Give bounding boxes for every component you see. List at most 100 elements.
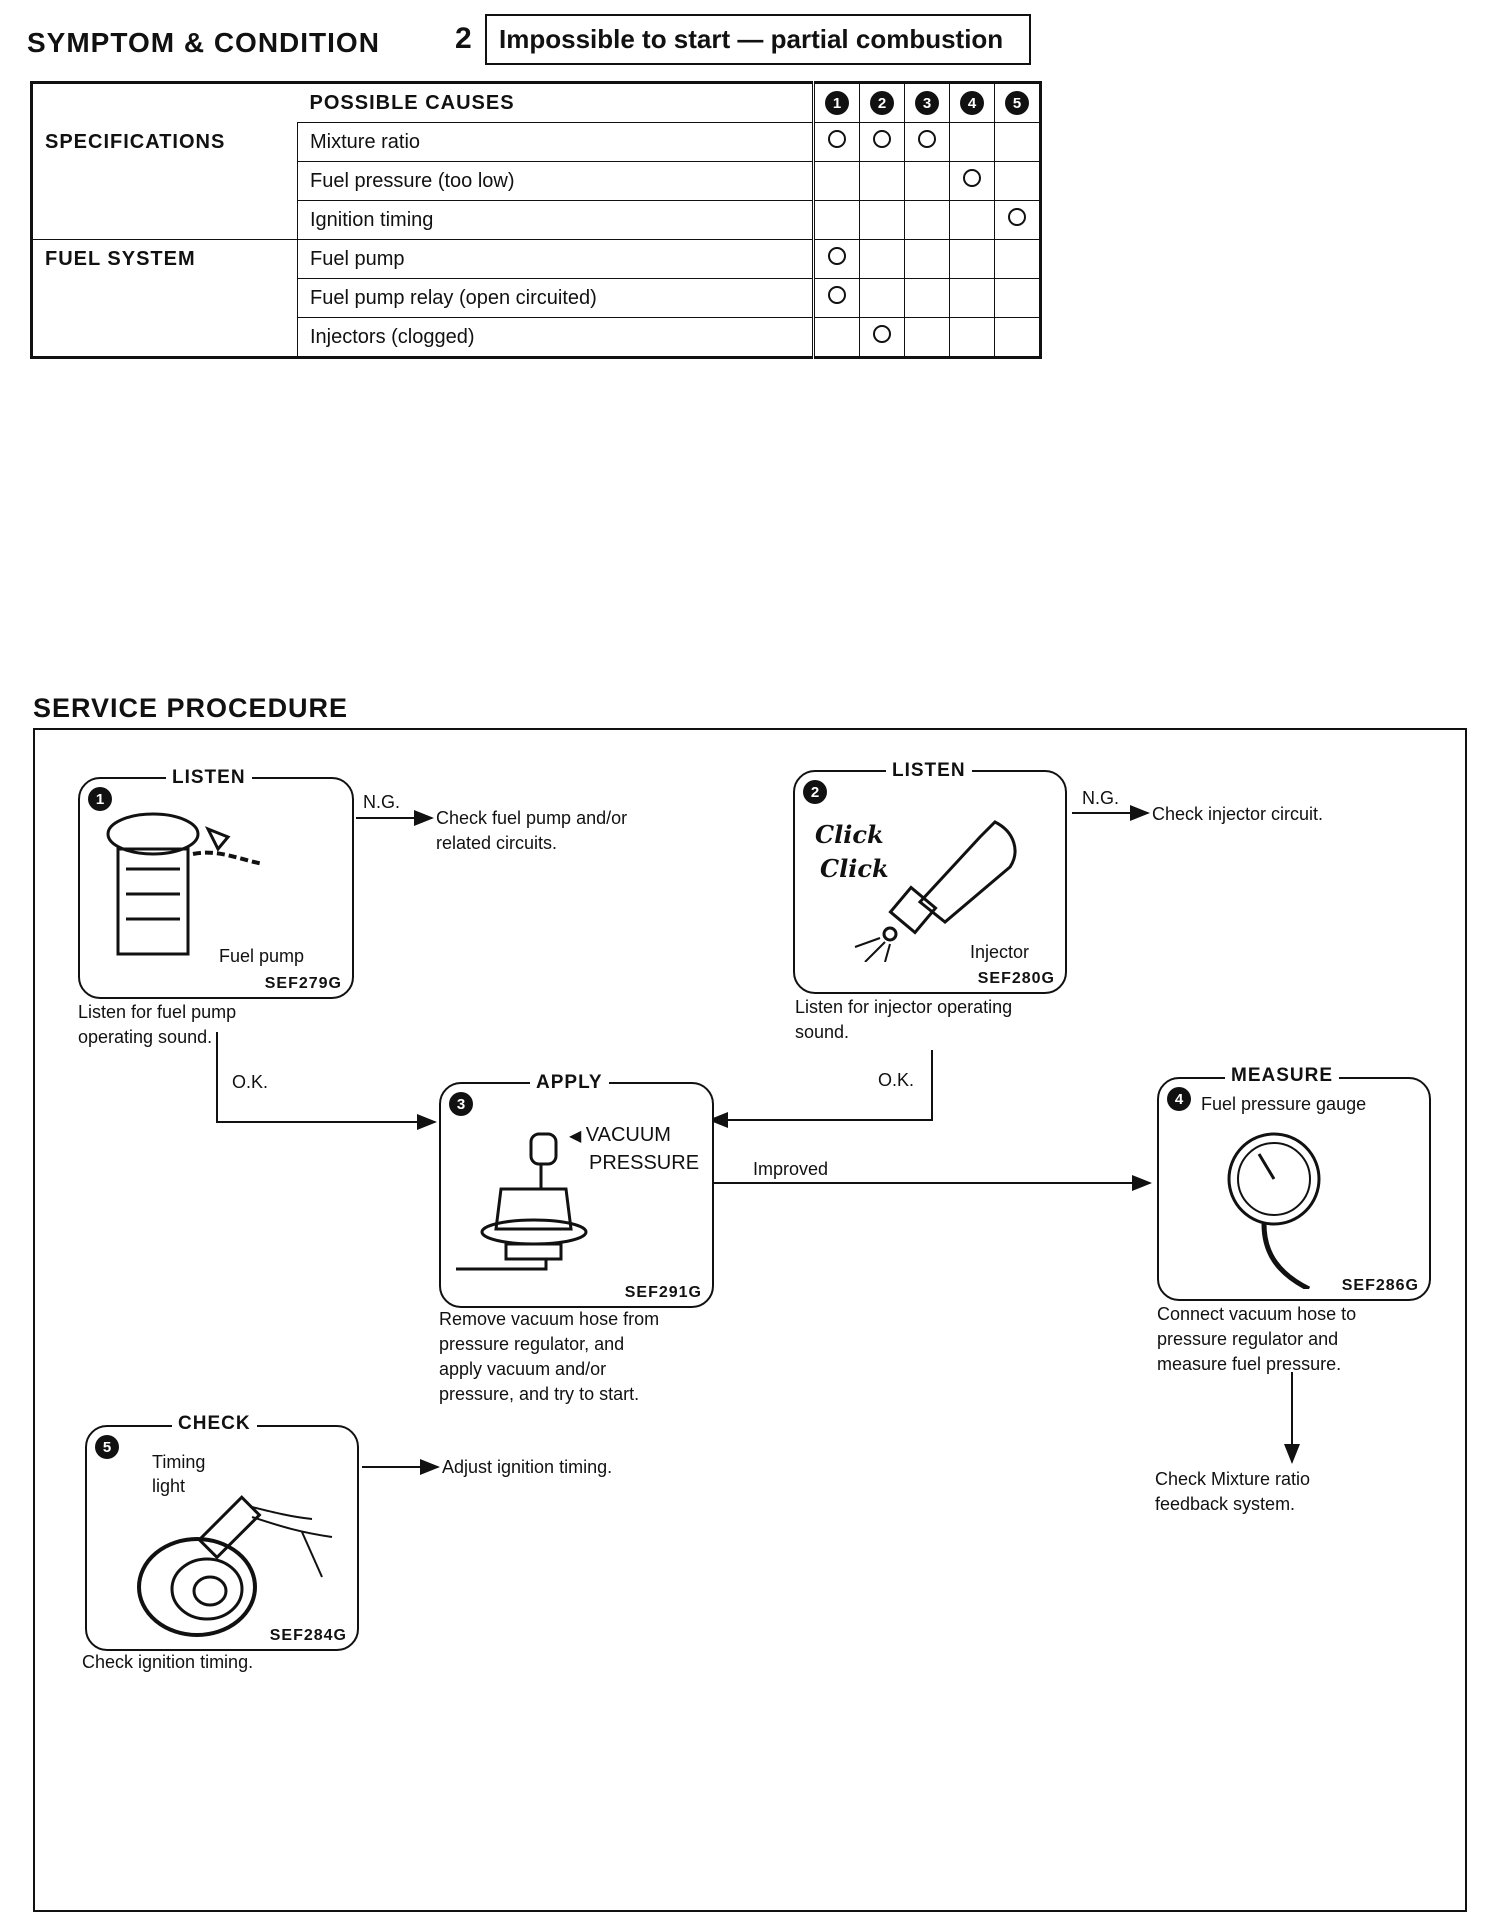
mark-cell (812, 200, 860, 240)
injector-icon (854, 820, 1017, 962)
mark-cell (812, 239, 860, 279)
pressure-gauge-icon (1227, 1132, 1321, 1289)
figure-code-2: SEF280G (977, 970, 1055, 987)
mark-cell (859, 317, 905, 358)
pressure-label: PRESSURE (589, 1152, 700, 1174)
circle-mark-icon (873, 130, 891, 148)
fuel-pump-label: Fuel pump (219, 946, 305, 966)
table-row: SPECIFICATIONS Mixture ratio (32, 122, 1041, 162)
figure-code-1: SEF279G (264, 975, 342, 992)
ok-arrow-2 (708, 1050, 933, 1128)
column-header-1: 1 (812, 82, 860, 123)
possible-causes-table: POSSIBLE CAUSES 1 2 3 4 5 SPECIFICATIONS… (30, 81, 1042, 359)
circle-mark-icon (828, 286, 846, 304)
vacuum-label: ◀ VACUUM (569, 1124, 671, 1146)
step-5-title: CHECK (172, 1413, 257, 1435)
step-2-ng-label: N.G. (1082, 788, 1120, 808)
figure-code-3: SEF291G (624, 1284, 702, 1301)
mark-cell (812, 278, 860, 318)
column-header-2: 2 (859, 82, 905, 123)
mark-cell (994, 200, 1041, 240)
mark-cell (812, 317, 860, 358)
table-row: Fuel pump relay (open circuited) (32, 278, 1041, 318)
mark-cell (949, 122, 995, 162)
step-1-ng-label: N.G. (363, 792, 401, 812)
circle-mark-icon (918, 130, 936, 148)
circle-mark-icon (828, 247, 846, 265)
mark-cell (949, 161, 995, 201)
mark-cell (904, 317, 950, 358)
cause-label: Fuel pump relay (open circuited) (297, 278, 814, 318)
table-row: Fuel pressure (too low) (32, 161, 1041, 201)
mark-cell (859, 161, 905, 201)
step-5-box: 5 Timing light SEF284G (85, 1425, 359, 1651)
step-number-5: 5 (95, 1435, 119, 1459)
circle-mark-icon (1008, 208, 1026, 226)
column-header-3: 3 (904, 82, 950, 123)
group-label: FUEL SYSTEM (31, 239, 298, 358)
click-text-1: Click (815, 820, 884, 849)
step-2-box: 2 Click Click Injector SEF280G (793, 770, 1067, 994)
improved-label: Improved (753, 1159, 829, 1179)
procedure-frame (33, 728, 1467, 1912)
step-2-ng-text: Check injector circuit. (1152, 804, 1324, 824)
step-5-action: Adjust ignition timing. (442, 1457, 613, 1477)
step-4-box: 4 Fuel pressure gauge SEF286G (1157, 1077, 1431, 1301)
cause-label: Ignition timing (297, 200, 814, 240)
mark-cell (859, 239, 905, 279)
step-4-title: MEASURE (1225, 1065, 1340, 1087)
condition-text: Impossible to start — partial combustion (499, 24, 1004, 54)
mark-cell (904, 239, 950, 279)
cause-label: Fuel pump (297, 239, 814, 279)
column-header-4: 4 (949, 82, 995, 123)
step-number-3: 3 (449, 1092, 473, 1116)
step-2-title: LISTEN (886, 760, 972, 782)
step-5-caption: Check ignition timing. (82, 1652, 254, 1672)
mark-cell (949, 200, 995, 240)
mark-cell (859, 122, 905, 162)
column-header-5: 5 (994, 82, 1041, 123)
click-text-2: Click (820, 854, 889, 883)
step-number-4: 4 (1167, 1087, 1191, 1111)
step-1-title: LISTEN (166, 767, 252, 789)
step-number-1: 1 (88, 787, 112, 811)
circle-mark-icon (963, 169, 981, 187)
mark-cell (949, 317, 995, 358)
circle-mark-icon (873, 325, 891, 343)
group-label: SPECIFICATIONS (45, 130, 226, 153)
mark-cell (859, 200, 905, 240)
mark-cell (904, 278, 950, 318)
mark-cell (994, 278, 1041, 318)
condition-box: Impossible to start — partial combustion (485, 14, 1031, 65)
procedure-title: SERVICE PROCEDURE (33, 693, 349, 723)
mark-cell (994, 122, 1041, 162)
step-3-box: 3 ◀ VACUUM PRESSURE SEF291G (439, 1082, 714, 1308)
mark-cell (994, 317, 1041, 358)
timing-light-icon (137, 1495, 333, 1637)
pressure-regulator-icon (456, 1132, 588, 1271)
step-number-2: 2 (803, 780, 827, 804)
mark-cell (994, 161, 1041, 201)
mark-cell (949, 239, 995, 279)
injector-label: Injector (970, 942, 1030, 962)
section-title: SYMPTOM & CONDITION (27, 27, 380, 58)
gauge-label: Fuel pressure gauge (1201, 1094, 1367, 1114)
mark-cell (812, 122, 860, 162)
mark-cell (904, 200, 950, 240)
timing-light-label-2: light (152, 1476, 186, 1496)
figure-code-4: SEF286G (1341, 1277, 1419, 1294)
cause-label: Mixture ratio (297, 122, 814, 162)
circle-mark-icon (828, 130, 846, 148)
fuel-pump-icon (106, 812, 264, 956)
figure-code-5: SEF284G (269, 1627, 347, 1644)
cause-label: Fuel pressure (too low) (297, 161, 814, 201)
condition-number: 2 (455, 22, 472, 55)
cause-label: Injectors (clogged) (297, 317, 814, 358)
